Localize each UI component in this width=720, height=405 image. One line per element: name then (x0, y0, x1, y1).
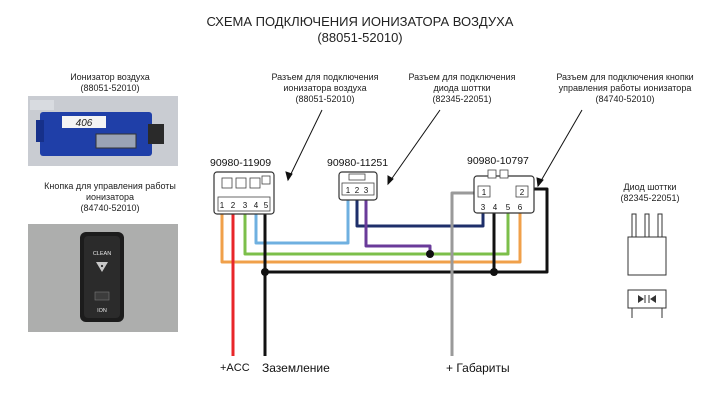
connector3: 1 2 3 4 5 6 (473, 169, 535, 214)
button-indicator (94, 291, 110, 301)
connector2-arrow (387, 109, 441, 185)
wire-orange (220, 213, 522, 264)
connector3-pin1: 1 (482, 188, 487, 197)
diode-caption-line2: (82345-22051) (620, 193, 680, 203)
connector2-pin3: 3 (364, 186, 369, 195)
junctions (261, 250, 498, 276)
diode-lead-3 (657, 213, 663, 239)
connector1-arrow (287, 109, 323, 181)
connector1-desc-line3: (88051-52010) (295, 94, 355, 104)
connector3-desc: Разъем для подключения кнопки управления… (540, 72, 710, 105)
connector2-desc: Разъем для подключения диода шоттки (823… (392, 72, 532, 105)
junction-switch (490, 268, 498, 276)
connector1-desc-line2: ионизатора воздуха (283, 83, 367, 93)
diode-caption-line1: Диод шоттки (623, 182, 677, 192)
diagram-subtitle: (88051-52010) (317, 30, 403, 45)
connector3-desc-line2: управления работы ионизатора (558, 83, 692, 93)
diode-top-view (627, 289, 667, 309)
wire-navy (355, 200, 485, 228)
connector2-pin2: 2 (355, 186, 360, 195)
ionizer-caption: Ионизатор воздуха (88051-52010) (40, 72, 180, 94)
connector1-pin1: 1 (220, 201, 225, 210)
ground-label: Заземление (262, 361, 330, 375)
junction-green (426, 250, 434, 258)
connector1-pin4: 4 (254, 201, 259, 210)
ionizer-sticker (62, 116, 106, 128)
leader-arrows (285, 109, 583, 188)
connector3-pin4: 4 (493, 203, 498, 212)
connector3-code: 90980-10797 (467, 155, 529, 167)
junction-ground (261, 268, 269, 276)
diode-caption: Диод шоттки (82345-22051) (605, 182, 695, 204)
button-top-label: CLEAN (93, 251, 111, 257)
wire-green (243, 213, 510, 256)
button-photo: CLEAN ION (28, 224, 178, 332)
parking-lights-label: + Габариты (446, 361, 510, 375)
connector1: 1 2 3 4 5 (213, 171, 275, 215)
button-caption-line3: (84740-52010) (80, 203, 140, 213)
button-caption-line1: Кнопка для управления работы (44, 181, 176, 191)
button-caption-line2: ионизатора (85, 192, 134, 202)
connector1-desc-line1: Разъем для подключения (271, 72, 379, 82)
diode-drawing (627, 213, 667, 318)
acc-label: +ACC (220, 362, 250, 374)
wire-black-pin2 (494, 187, 549, 274)
connector3-pin2: 2 (520, 188, 525, 197)
connector2-desc-line1: Разъем для подключения (408, 72, 516, 82)
connector2-code: 90980-11251 (327, 157, 389, 169)
ionizer-sticker-text: 406 (76, 118, 93, 129)
button-caption: Кнопка для управления работы ионизатора … (30, 181, 190, 214)
connector3-desc-line1: Разъем для подключения кнопки (556, 72, 694, 82)
connector2-pin1: 1 (346, 186, 351, 195)
diode-body (627, 236, 667, 276)
connector1-pin5: 5 (264, 201, 269, 210)
ionizer-caption-line1: Ионизатор воздуха (70, 72, 150, 82)
connector3-pin5: 5 (506, 203, 511, 212)
connector1-desc: Разъем для подключения ионизатора воздух… (255, 72, 395, 105)
connector1-pin3: 3 (243, 201, 248, 210)
connector3-arrow (537, 109, 583, 187)
diode-symbol-icon (638, 295, 644, 303)
wire-blue (254, 200, 350, 245)
connector3-pin3: 3 (481, 203, 486, 212)
diode-lead-2 (644, 213, 650, 239)
ionizer-photo: 406 (28, 96, 178, 166)
ionizer-display (95, 133, 137, 149)
wire-gray (450, 191, 478, 356)
ionizer-caption-line2: (88051-52010) (80, 83, 140, 93)
connector2: 1 2 3 (338, 171, 378, 201)
button-bottom-label: ION (97, 308, 107, 314)
diode-lead-1 (631, 213, 637, 239)
connector1-pin2: 2 (231, 201, 236, 210)
connector3-desc-line3: (84740-52010) (595, 94, 655, 104)
connector2-desc-line3: (82345-22051) (432, 94, 492, 104)
connector2-desc-line2: диода шоттки (433, 83, 491, 93)
diagram-title: СХЕМА ПОДКЛЮЧЕНИЯ ИОНИЗАТОРА ВОЗДУХА (206, 14, 514, 29)
connector3-pin6: 6 (518, 203, 523, 212)
connector1-code: 90980-11909 (210, 157, 272, 169)
